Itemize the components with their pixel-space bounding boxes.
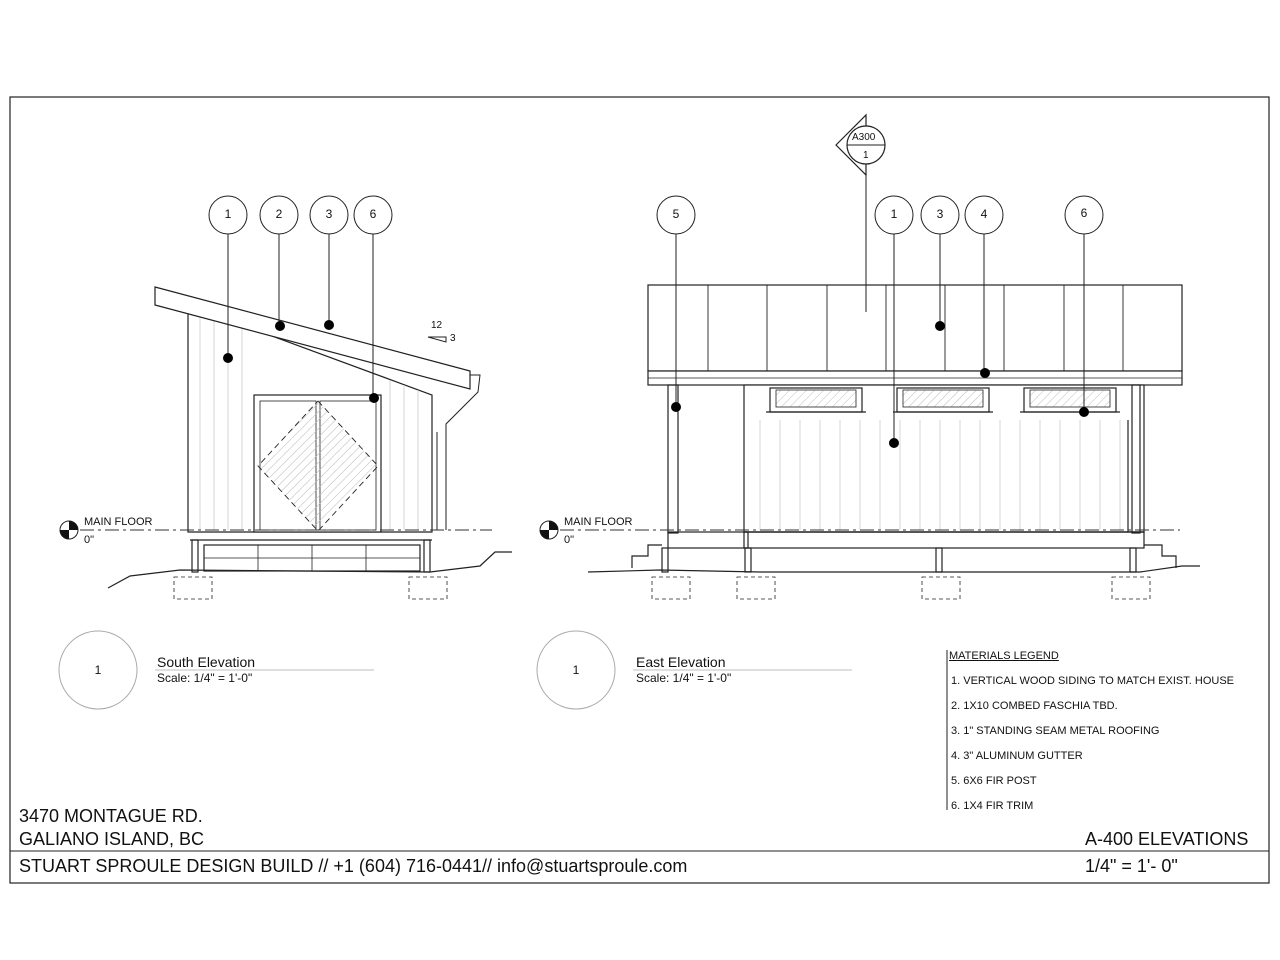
legend-item: 6. 1X4 FIR TRIM [951, 800, 1034, 812]
south-elevation [107, 286, 512, 600]
east-level-value: 0" [564, 534, 575, 546]
south-view-scale: Scale: 1/4" = 1'-0" [157, 671, 253, 685]
south-roof [154, 286, 471, 390]
south-callout-6: 6 [369, 207, 377, 221]
east-level-symbol [539, 520, 559, 540]
east-callouts [656, 195, 1104, 443]
east-roof [647, 284, 1183, 372]
east-grade [587, 565, 1200, 573]
east-elevation [587, 284, 1200, 600]
section-sheet-ref: A300 [852, 132, 876, 143]
legend-item: 4. 3" ALUMINUM GUTTER [951, 750, 1083, 762]
sheet-scale: 1/4" = 1'- 0" [1085, 856, 1178, 876]
south-level-value: 0" [84, 534, 95, 546]
legend-heading: MATERIALS LEGEND [949, 650, 1059, 662]
south-grade [107, 551, 512, 589]
east-view-scale: Scale: 1/4" = 1'-0" [636, 671, 732, 685]
address-line-2: GALIANO ISLAND, BC [19, 829, 205, 849]
section-number: 1 [863, 150, 869, 161]
east-view-title: East Elevation [636, 654, 726, 670]
south-level-symbol [59, 520, 79, 540]
sheet-border [9, 96, 1270, 884]
sheet-title: A-400 ELEVATIONS [1085, 829, 1249, 849]
pitch-run: 12 [431, 320, 443, 331]
south-callout-2: 2 [275, 207, 283, 221]
south-siding [199, 310, 419, 530]
south-view-bubble [58, 630, 138, 710]
east-callout-5: 5 [672, 207, 680, 221]
south-view-title: South Elevation [157, 654, 256, 670]
firm-contact-line: STUART SPROULE DESIGN BUILD // +1 (604) … [19, 856, 688, 876]
pitch-rise: 3 [450, 333, 456, 344]
east-post [667, 384, 679, 534]
south-callout-3: 3 [325, 207, 333, 221]
east-view-number: 1 [572, 663, 580, 677]
south-callouts [208, 195, 393, 398]
east-view-bubble [536, 630, 616, 710]
east-level-name: MAIN FLOOR [564, 516, 633, 528]
legend-item: 1. VERTICAL WOOD SIDING TO MATCH EXIST. … [951, 675, 1234, 687]
east-callout-1: 1 [890, 207, 898, 221]
east-callout-6: 6 [1080, 206, 1088, 220]
south-level-name: MAIN FLOOR [84, 516, 153, 528]
legend-item: 5. 6X6 FIR POST [951, 775, 1037, 787]
legend-item: 2. 1X10 COMBED FASCHIA TBD. [951, 700, 1118, 712]
section-marker [835, 113, 886, 312]
legend-item: 3. 1" STANDING SEAM METAL ROOFING [951, 725, 1160, 737]
south-view-number: 1 [94, 663, 102, 677]
east-callout-3: 3 [936, 207, 944, 221]
east-callout-4: 4 [980, 207, 988, 221]
address-line-1: 3470 MONTAGUE RD. [19, 806, 203, 826]
south-callout-1: 1 [224, 207, 232, 221]
